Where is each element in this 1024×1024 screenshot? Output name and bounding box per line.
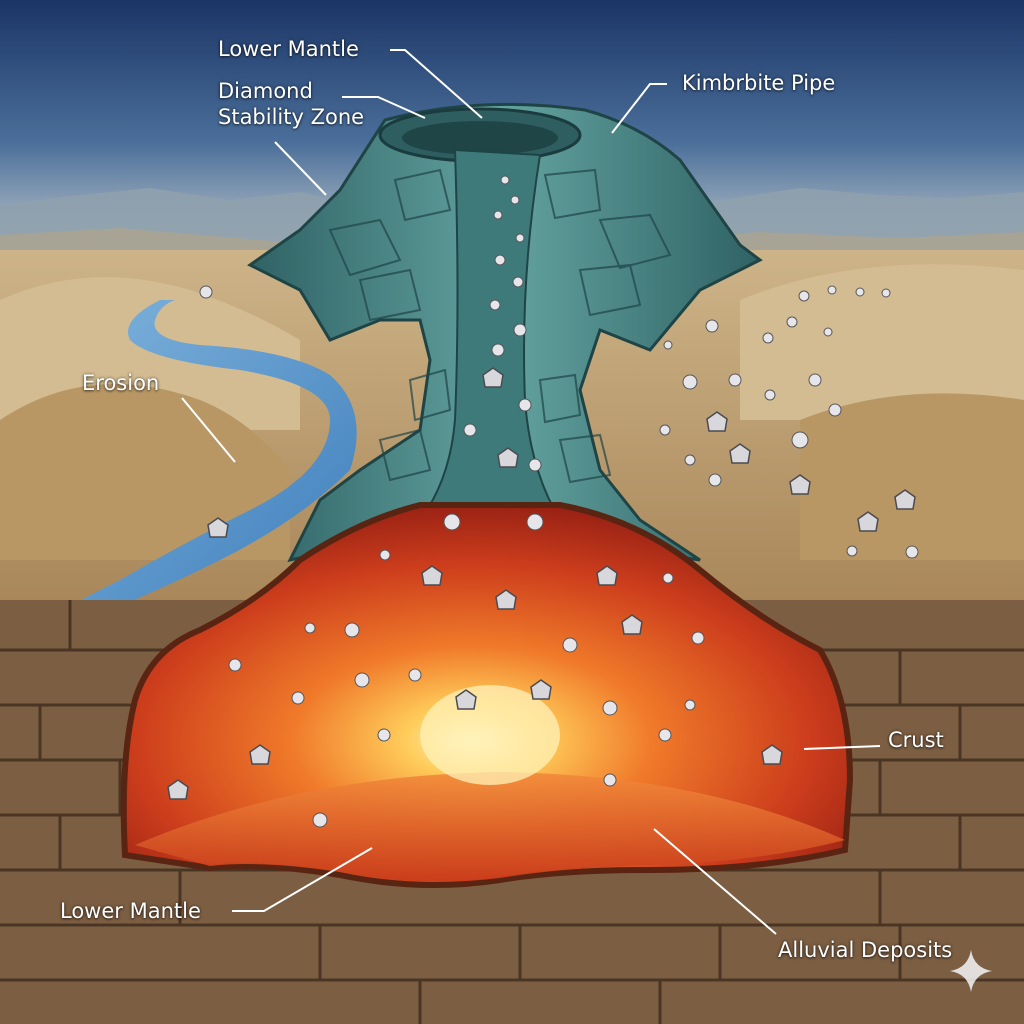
leader-lower-mantle-bottom	[232, 847, 373, 912]
leader-diamond-zone-2	[274, 141, 327, 196]
leader-lines	[181, 49, 881, 935]
left-hill	[0, 384, 290, 560]
leader-lower-mantle-top	[390, 49, 483, 119]
magma-glow	[420, 685, 560, 785]
magma-pool	[135, 772, 845, 882]
diamond-specks	[199, 175, 919, 828]
cone-texture	[328, 168, 672, 484]
right-hill	[800, 393, 1024, 560]
label-lower-mantle-top: Lower Mantle	[218, 37, 359, 61]
label-kimberlite-pipe: Kimbrbite Pipe	[682, 71, 836, 95]
leader-crust	[803, 745, 881, 750]
label-diamond-stability-zone: Diamond Stability Zone	[218, 78, 364, 130]
sparkle-icon	[950, 950, 992, 992]
label-crust: Crust	[888, 728, 944, 752]
crater-opening	[402, 121, 558, 155]
label-alluvial-deposits: Alluvial Deposits	[778, 938, 953, 962]
label-erosion: Erosion	[82, 371, 160, 395]
diamonds	[167, 367, 916, 800]
leader-erosion	[181, 397, 236, 463]
leader-kimberlite	[611, 83, 667, 134]
river	[58, 300, 357, 612]
label-diamond-line1: Diamond	[218, 79, 313, 103]
label-lower-mantle-bottom: Lower Mantle	[60, 899, 201, 923]
leader-alluvial	[653, 828, 777, 935]
leader-diamond-zone	[342, 96, 426, 119]
label-diamond-line2: Stability Zone	[218, 105, 365, 129]
